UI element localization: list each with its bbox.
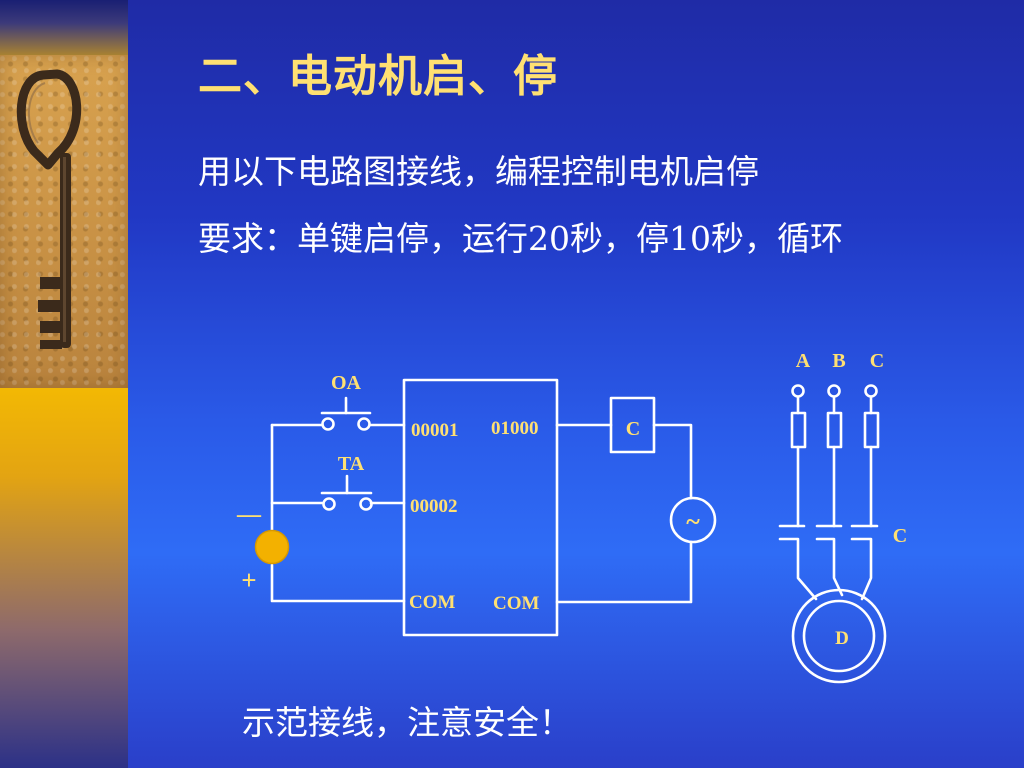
output-1-label: 01000	[491, 418, 539, 439]
footer-text: 示范接线，注意安全！	[242, 703, 572, 742]
left-decor-bar	[0, 0, 128, 768]
wire-ac-return	[555, 540, 693, 604]
plc-box	[402, 378, 559, 637]
battery-icon	[254, 529, 290, 565]
switch-oa-label: OA	[331, 372, 362, 394]
switch-ta	[320, 474, 373, 511]
ac-source-label: ~	[686, 507, 700, 536]
motor-inner	[802, 599, 876, 673]
phase-a-label: A	[796, 350, 811, 372]
key-photo	[0, 55, 128, 388]
motor-label: D	[835, 628, 849, 649]
com-right-label: COM	[493, 593, 540, 614]
requirement-text: 要求：单键启停，运行20秒，停10秒，循环	[198, 219, 843, 258]
input-1-label: 00001	[411, 420, 459, 441]
left-wire-lower	[270, 563, 406, 603]
slide-title: 二、电动机启、停	[198, 51, 558, 102]
fuses-and-phases	[778, 384, 880, 601]
minus-sign: —	[236, 502, 262, 528]
motor-contactor-label: C	[893, 525, 907, 547]
phase-c-label: C	[870, 350, 884, 372]
phase-b-label: B	[832, 350, 845, 372]
wire-to-ac	[652, 423, 693, 500]
contactor-label: C	[626, 418, 640, 440]
motor-outer	[791, 588, 887, 684]
instruction-text: 用以下电路图接线，编程控制电机启停	[198, 152, 759, 191]
plus-sign: +	[241, 565, 256, 595]
key-icon	[16, 69, 82, 349]
ac-source	[669, 496, 717, 544]
switch-oa	[320, 396, 372, 431]
com-left-label: COM	[409, 592, 456, 613]
input-2-label: 00002	[410, 496, 458, 517]
switch-ta-label: TA	[338, 453, 365, 475]
